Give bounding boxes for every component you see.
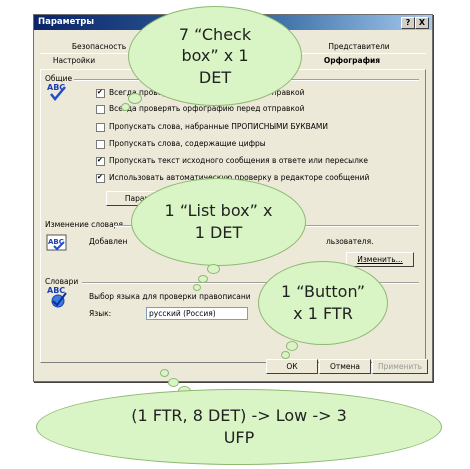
user-dict-text-right: льзователя.	[326, 237, 374, 246]
tab-settings[interactable]: Настройки	[52, 56, 96, 65]
button-callout-text: 1 “Button” x 1 FTR	[280, 282, 366, 323]
section-divider	[82, 282, 419, 284]
language-select-label: Выбор языка для проверки правописани	[89, 292, 251, 301]
checkbox-ignore-original-text[interactable]	[96, 156, 105, 166]
dictionaries-section-label: Словари	[45, 277, 79, 286]
callout-bubble	[160, 369, 169, 377]
cancel-button[interactable]: Отмена	[319, 359, 371, 374]
checkbox-label: Пропускать слова, набранные ПРОПИСНЫМИ Б…	[109, 122, 328, 131]
checkbox-label: Пропускать слова, содержащие цифры	[109, 139, 266, 148]
svg-text:ABC: ABC	[47, 286, 65, 295]
checkbox-auto-check[interactable]	[96, 173, 105, 183]
summary-callout-text: (1 FTR, 8 DET) -> Low -> 3 UFP	[131, 406, 347, 447]
tab-spelling[interactable]: Орфография	[323, 56, 381, 65]
ok-button[interactable]: ОК	[266, 359, 318, 374]
window-title: Параметры	[38, 17, 95, 27]
summary-callout: (1 FTR, 8 DET) -> Low -> 3 UFP	[36, 389, 442, 465]
tab-delegates[interactable]: Представители	[328, 42, 390, 51]
checkbox-always-check[interactable]	[96, 88, 105, 98]
callout-bubble	[128, 93, 142, 104]
close-button[interactable]: X	[415, 17, 429, 29]
check-box-callout-text: 7 “Check box” x 1 DET	[178, 24, 252, 87]
svg-text:ABC: ABC	[48, 238, 64, 246]
callout-bubble	[207, 264, 220, 274]
user-dict-section-label: Изменение словаря	[45, 220, 123, 229]
checkbox-ignore-uppercase[interactable]	[96, 123, 105, 132]
abc-spellcheck-icon: ABC	[46, 234, 67, 251]
callout-bubble	[286, 341, 298, 351]
apply-button[interactable]: Применить	[372, 359, 428, 374]
checkbox-label: Использовать автоматическую проверку в р…	[109, 173, 370, 182]
svg-text:ABC: ABC	[47, 83, 65, 92]
tab-security[interactable]: Безопасность	[71, 42, 127, 51]
button-callout: 1 “Button” x 1 FTR	[258, 261, 388, 345]
help-button[interactable]: ?	[401, 17, 415, 29]
callout-bubble	[168, 378, 179, 387]
edit-dictionary-button[interactable]: Изменить...	[346, 252, 414, 267]
language-list-box[interactable]: русский (Россия)	[146, 307, 248, 320]
list-box-callout-text: 1 “List box” x 1 DET	[164, 201, 273, 242]
callout-bubble	[121, 103, 130, 111]
checkbox-label: Пропускать текст исходного сообщения в о…	[109, 156, 369, 165]
language-label: Язык:	[89, 309, 112, 318]
abc-spellcheck-icon: ABC	[47, 286, 67, 308]
user-dict-text-left: Добавлен	[89, 237, 128, 246]
callout-bubble	[281, 351, 290, 359]
check-box-callout: 7 “Check box” x 1 DET	[128, 6, 302, 106]
callout-bubble	[193, 284, 201, 291]
checkbox-label: Всегда проверять орфографию перед отправ…	[109, 104, 305, 113]
checkbox-ignore-numbers[interactable]	[96, 140, 105, 149]
list-box-callout: 1 “List box” x 1 DET	[131, 178, 306, 266]
checkbox-check-before-send[interactable]	[96, 105, 105, 114]
callout-bubble	[198, 275, 208, 283]
abc-spellcheck-icon: ABC	[47, 83, 66, 101]
general-section-label: Общие	[45, 74, 73, 83]
